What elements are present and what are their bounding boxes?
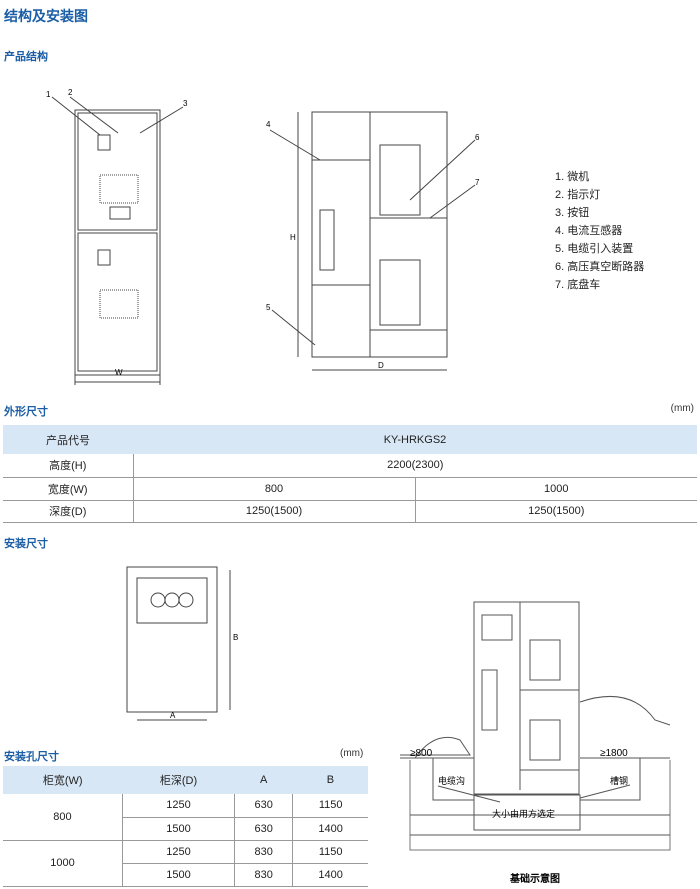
legend-item: 4. 电流互感器 [555, 225, 623, 237]
legend-item: 3. 按钮 [555, 207, 590, 219]
dim-b: B [233, 633, 238, 642]
unit-label: (mm) [340, 748, 364, 759]
dim-d: D [378, 361, 384, 370]
cell: 830 [234, 863, 293, 887]
channel-label: 槽钢 [610, 775, 628, 786]
cell: 630 [234, 817, 293, 841]
header-cell: KY-HRKGS2 [133, 425, 697, 454]
header-cell: A [234, 766, 293, 794]
foundation-drawing: ≥800 ≥1800 电缆沟 槽钢 大小由用方选定 基础示意图 [400, 601, 671, 885]
cell: 1000 [414, 477, 697, 501]
cell: 1500 [121, 863, 235, 887]
section-outer: 外形尺寸 [4, 406, 48, 418]
dim-a: A [170, 711, 176, 720]
left-gap-label: ≥800 [410, 748, 433, 759]
cell: 1250 [121, 794, 235, 818]
cell: 1000 [3, 840, 123, 887]
front-view-drawing: 1 2 3 W [46, 88, 188, 385]
header-cell: 产品代号 [3, 425, 133, 454]
cell: 1150 [292, 794, 368, 818]
trench-label: 电缆沟 [438, 775, 465, 786]
cell: 1400 [292, 817, 368, 841]
cell: 800 [132, 477, 415, 501]
legend-item: 7. 底盘车 [555, 279, 601, 291]
callout-6: 6 [475, 133, 480, 142]
legend-item: 6. 高压真空断路器 [555, 261, 645, 273]
right-gap-label: ≥1800 [600, 748, 628, 759]
page-title: 结构及安装图 [4, 8, 88, 24]
cell: 830 [234, 840, 293, 864]
callout-1: 1 [46, 90, 51, 99]
cell: 1250 [121, 840, 235, 864]
row-label: 深度(D) [3, 500, 133, 523]
legend-item: 1. 微机 [555, 171, 590, 183]
cell: 800 [3, 794, 123, 841]
pit-label: 大小由用方选定 [492, 808, 555, 819]
header-cell: 柜深(D) [122, 766, 235, 794]
cell: 1150 [292, 840, 368, 864]
legend-item: 2. 指示灯 [555, 189, 601, 201]
install-plan-drawing: B A [126, 566, 238, 721]
callout-4: 4 [266, 120, 271, 129]
dim-h: H [290, 233, 296, 242]
side-view-drawing: 4 5 6 7 H D [266, 111, 480, 371]
callout-3: 3 [183, 99, 188, 108]
row-label: 高度(H) [3, 454, 133, 478]
header-cell: B [292, 766, 368, 794]
cell: 630 [234, 794, 293, 818]
section-holes: 安装孔尺寸 [4, 751, 59, 763]
header-cell: 柜宽(W) [3, 766, 123, 794]
callout-5: 5 [266, 303, 271, 312]
legend-item: 5. 电缆引入装置 [555, 243, 634, 255]
callout-7: 7 [475, 178, 480, 187]
cell: 1250(1500) [414, 500, 697, 523]
cell: 1400 [292, 863, 368, 887]
cell: 1500 [121, 817, 235, 841]
unit-label: (mm) [670, 403, 694, 414]
cell: 1250(1500) [132, 500, 415, 523]
component-legend: 1. 微机 2. 指示灯 3. 按钮 4. 电流互感器 5. 电缆引入装置 6.… [555, 168, 644, 294]
dim-w: W [115, 368, 123, 377]
row-label: 宽度(W) [3, 477, 133, 501]
section-install: 安装尺寸 [4, 538, 48, 550]
callout-2: 2 [68, 88, 73, 97]
section-structure: 产品结构 [4, 51, 48, 63]
foundation-caption: 基础示意图 [509, 872, 560, 885]
cell: 2200(2300) [132, 454, 697, 478]
